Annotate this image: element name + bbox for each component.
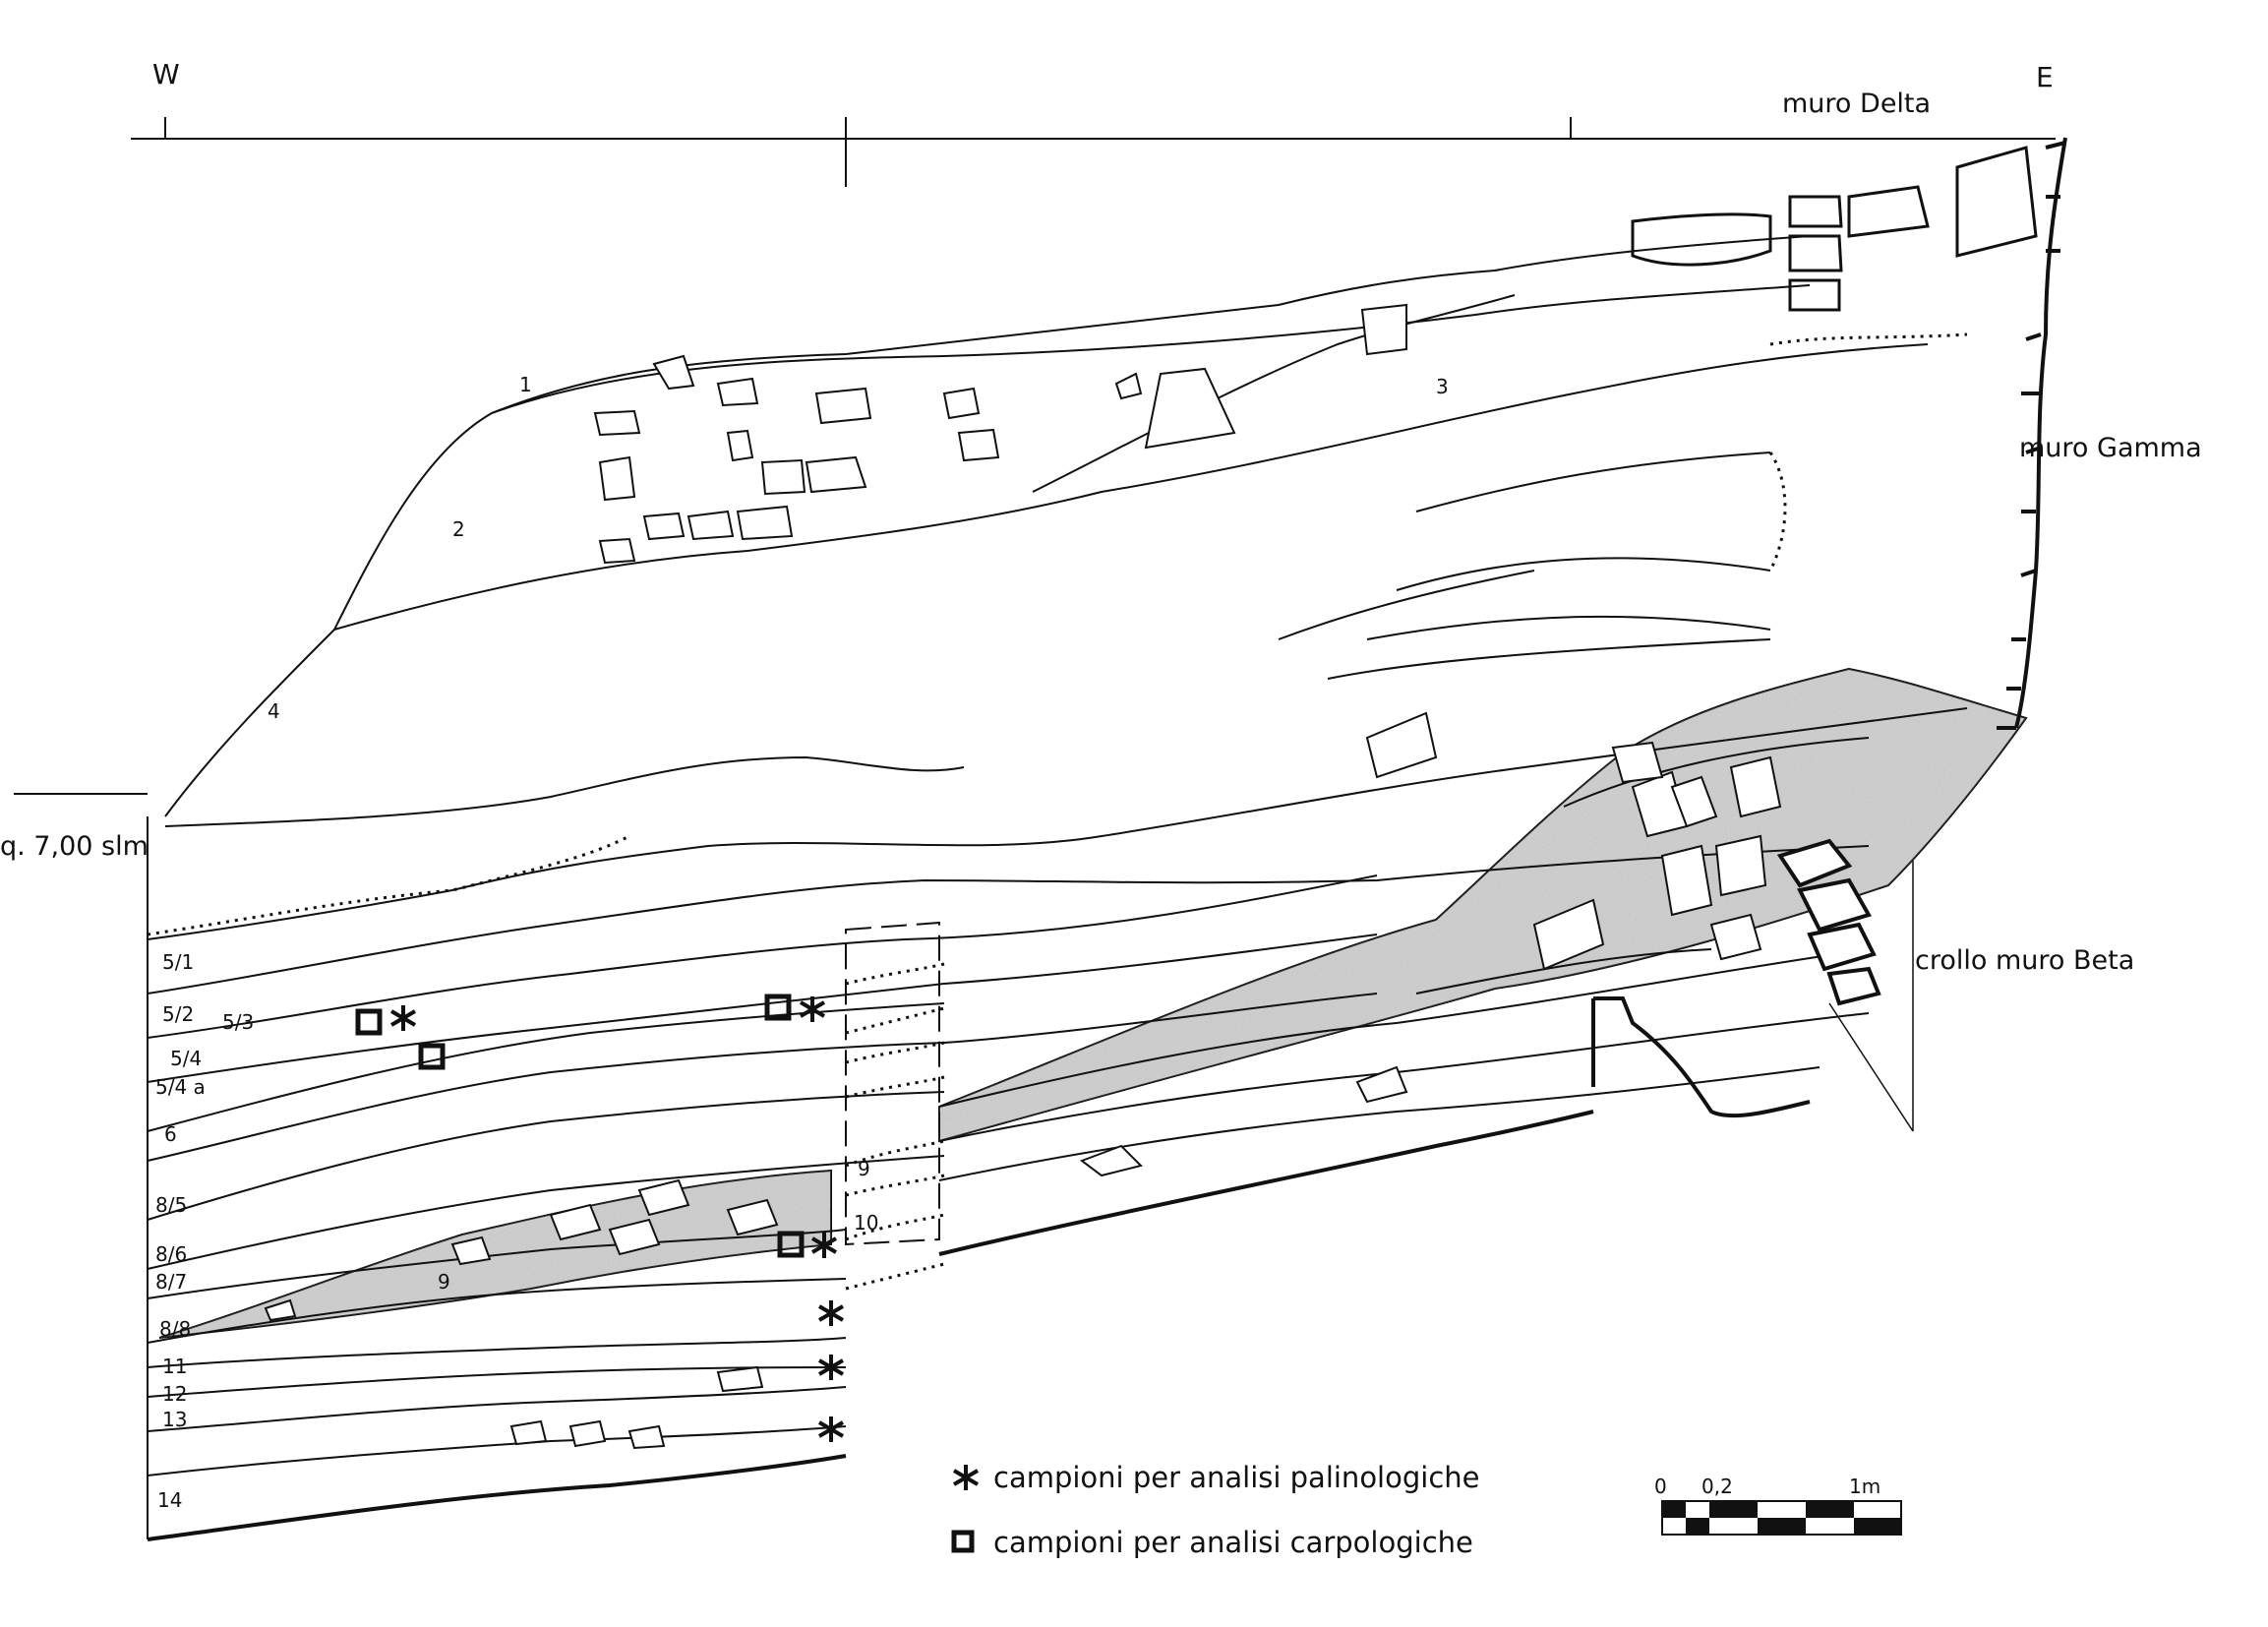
- datum-line: [131, 117, 2056, 187]
- unit-13-label: 13: [162, 1408, 187, 1431]
- unit-11-label: 11: [162, 1355, 187, 1378]
- wall-delta: [1631, 146, 2038, 312]
- wall-gamma: [1997, 137, 2067, 730]
- wall-beta-collapse: [1776, 838, 1881, 1006]
- muro-gamma-label: muro Gamma: [2019, 433, 2202, 463]
- unit-12-label: 12: [162, 1382, 187, 1406]
- layer-boundaries: [147, 235, 1968, 1476]
- palynology-star-icon: [817, 1415, 845, 1444]
- unit-14-label: 14: [157, 1488, 182, 1512]
- unit-1-label: 1: [519, 373, 532, 396]
- west-label: W: [152, 58, 180, 90]
- unit-10-label: 10: [854, 1211, 878, 1235]
- unit-9-column-label: 9: [858, 1157, 870, 1180]
- scale-end-label: 1m: [1849, 1475, 1880, 1498]
- unit-8-6-label: 8/6: [155, 1242, 187, 1266]
- east-label: E: [2036, 61, 2054, 93]
- unit-5-4a-label: 5/4 a: [155, 1075, 206, 1099]
- unit-5-4-label: 5/4: [170, 1047, 202, 1070]
- legend-palynology-label: campioni per analisi palinologiche: [993, 1461, 1480, 1494]
- unit-8-8-label: 8/8: [159, 1317, 191, 1341]
- carpology-square-icon: [764, 994, 792, 1021]
- legend-palynology-star-icon: [952, 1463, 980, 1492]
- unit-2-label: 2: [452, 517, 465, 541]
- unit-5-1-label: 5/1: [162, 950, 194, 974]
- carpology-sample-markers: [355, 994, 805, 1258]
- reference-level-label: q. 7,00 slm: [0, 831, 149, 862]
- unit-4-label: 4: [268, 699, 280, 723]
- reference-level-marker: [14, 793, 149, 1539]
- scale-zero-label: 0: [1654, 1475, 1667, 1498]
- unit-6-label: 6: [164, 1122, 177, 1146]
- scale-mid-label: 0,2: [1701, 1475, 1733, 1498]
- collapse-leader-lines: [1828, 861, 1914, 1132]
- legend-carpology-label: campioni per analisi carpologiche: [993, 1526, 1473, 1559]
- dotted-boundaries: [147, 332, 1968, 1291]
- muro-delta-label: muro Delta: [1782, 89, 1931, 119]
- carpology-square-icon: [777, 1231, 805, 1258]
- unit-8-5-label: 8/5: [155, 1193, 187, 1217]
- base-line: [147, 996, 1811, 1541]
- crollo-muro-beta-label: crollo muro Beta: [1915, 945, 2134, 976]
- section-column-dashed: [845, 921, 940, 1246]
- unit-5-3-label: 5/3: [222, 1010, 254, 1034]
- legend-carpology-square-icon: [951, 1530, 975, 1553]
- unit-8-7-label: 8/7: [155, 1270, 187, 1294]
- palynology-star-icon: [389, 1003, 417, 1033]
- scale-bar: 0 0,2 1m: [1654, 1475, 1902, 1536]
- stones: [264, 303, 1782, 1450]
- carpology-square-icon: [418, 1043, 446, 1070]
- carpology-square-icon: [355, 1008, 383, 1036]
- legend: campioni per analisi palinologiche campi…: [951, 1461, 1480, 1559]
- unit-3-label: 3: [1436, 375, 1449, 398]
- unit-5-2-label: 5/2: [162, 1002, 194, 1026]
- palynology-star-icon: [817, 1298, 845, 1328]
- unit-9-label: 9: [438, 1270, 450, 1294]
